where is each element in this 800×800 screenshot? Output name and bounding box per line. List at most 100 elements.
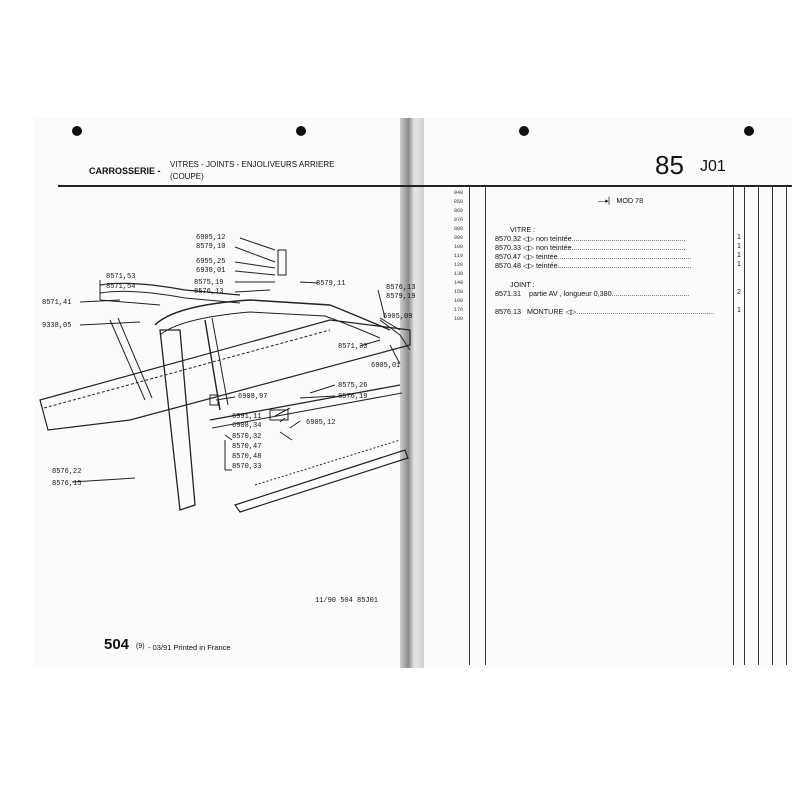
part-qty: 2 xyxy=(737,289,741,296)
column-rule xyxy=(485,185,486,665)
part-label: 8579,19 xyxy=(386,293,415,301)
part-label: 8576,22 xyxy=(52,468,81,476)
part-qty: 1 xyxy=(737,243,741,250)
part-label: 9338,05 xyxy=(42,322,71,330)
leader-dots: ........................................… xyxy=(557,252,692,261)
page-title-line2: (COUPE) xyxy=(170,172,204,181)
header-rule xyxy=(58,185,792,187)
line-number: 150 xyxy=(454,289,464,295)
part-label: 6991,11 xyxy=(232,413,261,421)
part-label: 8570,47 xyxy=(232,443,261,451)
part-row: 8571.31 partie AV , longueur 0,380......… xyxy=(495,289,689,298)
line-number: 120 xyxy=(454,262,464,268)
left-right-arrow-icon: ◁▷ xyxy=(565,307,577,316)
model-label: MOD 78 xyxy=(616,196,644,205)
part-label: 6905,12 xyxy=(306,419,335,427)
line-number: 110 xyxy=(454,253,464,259)
part-label: 6905,12 xyxy=(196,234,225,242)
column-rule xyxy=(772,185,773,665)
part-ref: 8570.32 xyxy=(495,234,521,243)
part-label: 6938,01 xyxy=(196,267,225,275)
part-label: 8571,41 xyxy=(42,299,71,307)
part-label: 8576,15 xyxy=(52,480,81,488)
binding-gutter xyxy=(400,118,424,668)
part-desc: teintée xyxy=(536,261,558,270)
binder-hole-3 xyxy=(519,126,529,136)
leader-dots: ........................................… xyxy=(571,243,686,252)
leader-dots: ........................................… xyxy=(576,307,715,316)
line-number: 140 xyxy=(454,280,464,286)
column-rule xyxy=(469,185,470,665)
section-title: CARROSSERIE - xyxy=(89,166,161,176)
part-qty: 1 xyxy=(737,234,741,241)
diagram-ref-code: 11/90 504 85J01 xyxy=(315,597,379,605)
front-trim-inner xyxy=(117,317,153,399)
model-row: —▸▏ MOD 78 xyxy=(598,196,643,205)
part-label: 8576,13 xyxy=(386,284,415,292)
bracket-lower xyxy=(269,409,289,421)
left-right-arrow-icon: ◁▷ xyxy=(522,243,537,252)
part-ref: 8570.47 xyxy=(495,252,521,261)
binder-hole-1 xyxy=(72,126,82,136)
right-page xyxy=(420,118,792,668)
part-desc: partie AV , longueur 0,380 xyxy=(528,289,612,298)
footer-printed: - 03/91 Printed in France xyxy=(148,643,231,652)
part-qty: 1 xyxy=(737,261,741,268)
part-label: 6905,01 xyxy=(371,362,400,370)
line-number: 050 xyxy=(454,199,464,205)
line-number: 080 xyxy=(454,226,464,232)
column-rule xyxy=(733,185,734,665)
front-trim xyxy=(109,319,146,401)
part-desc: non teintée xyxy=(536,243,572,252)
part-ref: 8570.33 xyxy=(495,243,521,252)
part-qty: 1 xyxy=(737,252,741,259)
upper-seal-inner xyxy=(99,290,241,304)
part-desc: MONTURE xyxy=(526,307,564,316)
part-label: 8576,19 xyxy=(338,393,367,401)
line-number: 170 xyxy=(454,307,464,313)
part-desc: teintée xyxy=(536,252,558,261)
binder-hole-4 xyxy=(744,126,754,136)
part-row: 8570.33 ◁▷ non teintée..................… xyxy=(495,243,685,252)
bottom-trim-inner xyxy=(254,439,401,486)
left-right-arrow-icon: ◁▷ xyxy=(522,252,537,261)
part-label: 6955,25 xyxy=(196,258,225,266)
door-body-outline xyxy=(39,319,411,431)
glass-inner-outline xyxy=(159,311,381,339)
page-number: 85 xyxy=(655,150,684,180)
left-page xyxy=(34,118,404,668)
glass-outline xyxy=(154,299,391,331)
part-label: 8575,19 xyxy=(194,279,223,287)
part-ref: 8570.48 xyxy=(495,261,521,270)
part-label: 8571,53 xyxy=(106,273,135,281)
leader-dots: ........................................… xyxy=(557,261,692,270)
left-right-arrow-icon: ◁▷ xyxy=(522,261,537,270)
part-desc: non teintée xyxy=(536,234,572,243)
pillar xyxy=(159,329,196,511)
bottom-trim xyxy=(234,449,409,513)
part-row: 8570.32 ◁▷ non teintée..................… xyxy=(495,234,685,243)
column-rule xyxy=(786,185,787,665)
column-rule xyxy=(744,185,745,665)
group-vitre: VITRE : xyxy=(510,225,536,234)
line-number: 130 xyxy=(454,271,464,277)
leader-dots: ........................................… xyxy=(571,234,686,243)
part-label: 8575,26 xyxy=(338,382,367,390)
part-row: 8570.48 ◁▷ teintée......................… xyxy=(495,261,691,270)
part-row: 8570.47 ◁▷ teintée......................… xyxy=(495,252,691,261)
lower-seal xyxy=(209,384,401,421)
line-number: 180 xyxy=(454,316,464,322)
part-row: 8576.13 MONTURE ◁▷......................… xyxy=(495,307,714,316)
part-label: 8570,48 xyxy=(232,453,261,461)
part-label: 6908,34 xyxy=(232,422,261,430)
footer-model-number: 504 xyxy=(104,636,130,653)
part-label: 6905,09 xyxy=(383,313,412,321)
bracket-top xyxy=(277,249,287,276)
part-label: 8576,13 xyxy=(194,288,223,296)
lower-seal-inner xyxy=(211,392,403,429)
line-number: 160 xyxy=(454,298,464,304)
upper-seal xyxy=(99,282,241,296)
rear-seal xyxy=(379,319,411,351)
column-rule xyxy=(758,185,759,665)
